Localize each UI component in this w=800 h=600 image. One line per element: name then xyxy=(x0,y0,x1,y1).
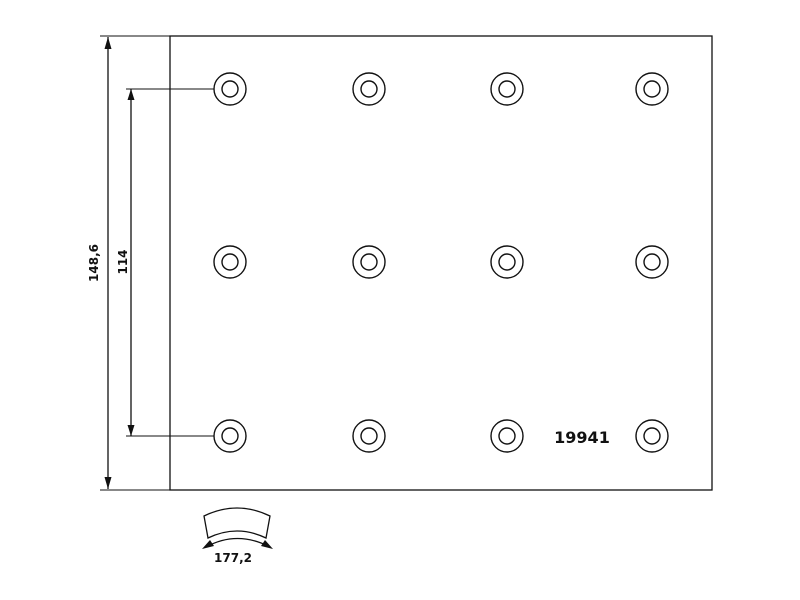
arrow-up-icon xyxy=(104,37,112,49)
hole-spacing-dimension: 114 xyxy=(116,88,214,437)
rivet-hole-outer-ring xyxy=(490,419,524,453)
rivet-hole xyxy=(490,72,524,106)
arc-length-label: 177,2 xyxy=(214,551,252,565)
rivet-hole-inner-ring xyxy=(360,253,378,271)
rivet-hole-inner-ring xyxy=(221,80,239,98)
rivet-hole xyxy=(352,72,386,106)
rivet-hole-outer-ring xyxy=(490,72,524,106)
rivet-hole-inner-ring xyxy=(498,427,516,445)
overall-height-label: 148,6 xyxy=(87,244,101,282)
rivet-hole-outer-ring xyxy=(635,72,669,106)
part-number: 19941 xyxy=(554,428,610,447)
rivet-hole-inner-ring xyxy=(498,80,516,98)
arrow-right-icon xyxy=(261,540,273,549)
rivet-hole-outer-ring xyxy=(352,245,386,279)
rivet-hole-outer-ring xyxy=(352,72,386,106)
hole-spacing-label: 114 xyxy=(116,249,130,274)
arc-arrow-line xyxy=(205,537,271,548)
rivet-hole xyxy=(213,419,247,453)
rivet-hole-outer-ring xyxy=(213,72,247,106)
rivet-hole xyxy=(635,72,669,106)
rivet-hole-outer-ring xyxy=(635,419,669,453)
lining-profile-icon xyxy=(203,507,271,539)
arrow-left-icon xyxy=(202,540,214,549)
rivet-hole-inner-ring xyxy=(643,80,661,98)
rivet-hole-grid xyxy=(213,72,669,453)
rivet-hole xyxy=(635,419,669,453)
rivet-hole-outer-ring xyxy=(213,419,247,453)
rivet-hole xyxy=(352,245,386,279)
overall-height-dimension: 148,6 xyxy=(87,35,170,491)
rivet-hole xyxy=(490,419,524,453)
rivet-hole-outer-ring xyxy=(352,419,386,453)
rivet-hole-inner-ring xyxy=(360,80,378,98)
rivet-hole xyxy=(213,72,247,106)
rivet-hole xyxy=(490,245,524,279)
lining-outline xyxy=(169,35,713,491)
rivet-hole-inner-ring xyxy=(643,253,661,271)
rivet-hole-outer-ring xyxy=(635,245,669,279)
arrow-up-icon xyxy=(127,89,135,100)
rivet-hole xyxy=(352,419,386,453)
rivet-hole-outer-ring xyxy=(490,245,524,279)
rivet-hole-inner-ring xyxy=(643,427,661,445)
rivet-hole xyxy=(213,245,247,279)
arrow-down-icon xyxy=(127,425,135,436)
rivet-hole-inner-ring xyxy=(221,253,239,271)
rivet-hole-inner-ring xyxy=(221,427,239,445)
rivet-hole-outer-ring xyxy=(213,245,247,279)
rivet-hole xyxy=(635,245,669,279)
rivet-hole-inner-ring xyxy=(498,253,516,271)
arc-length-dimension: 177,2 xyxy=(202,507,273,565)
arrow-down-icon xyxy=(104,477,112,489)
rivet-hole-inner-ring xyxy=(360,427,378,445)
